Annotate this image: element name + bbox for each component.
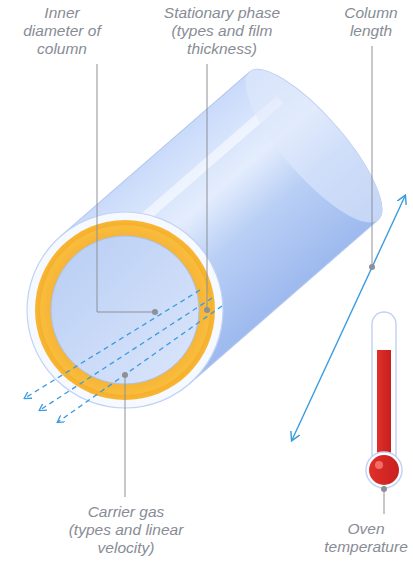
leader-dots [122, 264, 387, 492]
callout-label: Inner diameter of column [22, 4, 102, 58]
callout-label: Stationary phase (types and film thickne… [162, 4, 282, 58]
column-bore [51, 236, 199, 384]
stationary-phase-ring [35, 220, 215, 400]
thermometer [366, 312, 402, 488]
callout-label: Carrier gas (types and linear velocity) [68, 503, 184, 557]
leader-lines [97, 46, 384, 514]
callout-label: Column length [336, 4, 406, 40]
callout-label: Oven temperature [323, 520, 409, 556]
gas-flow-arrows [25, 290, 222, 422]
